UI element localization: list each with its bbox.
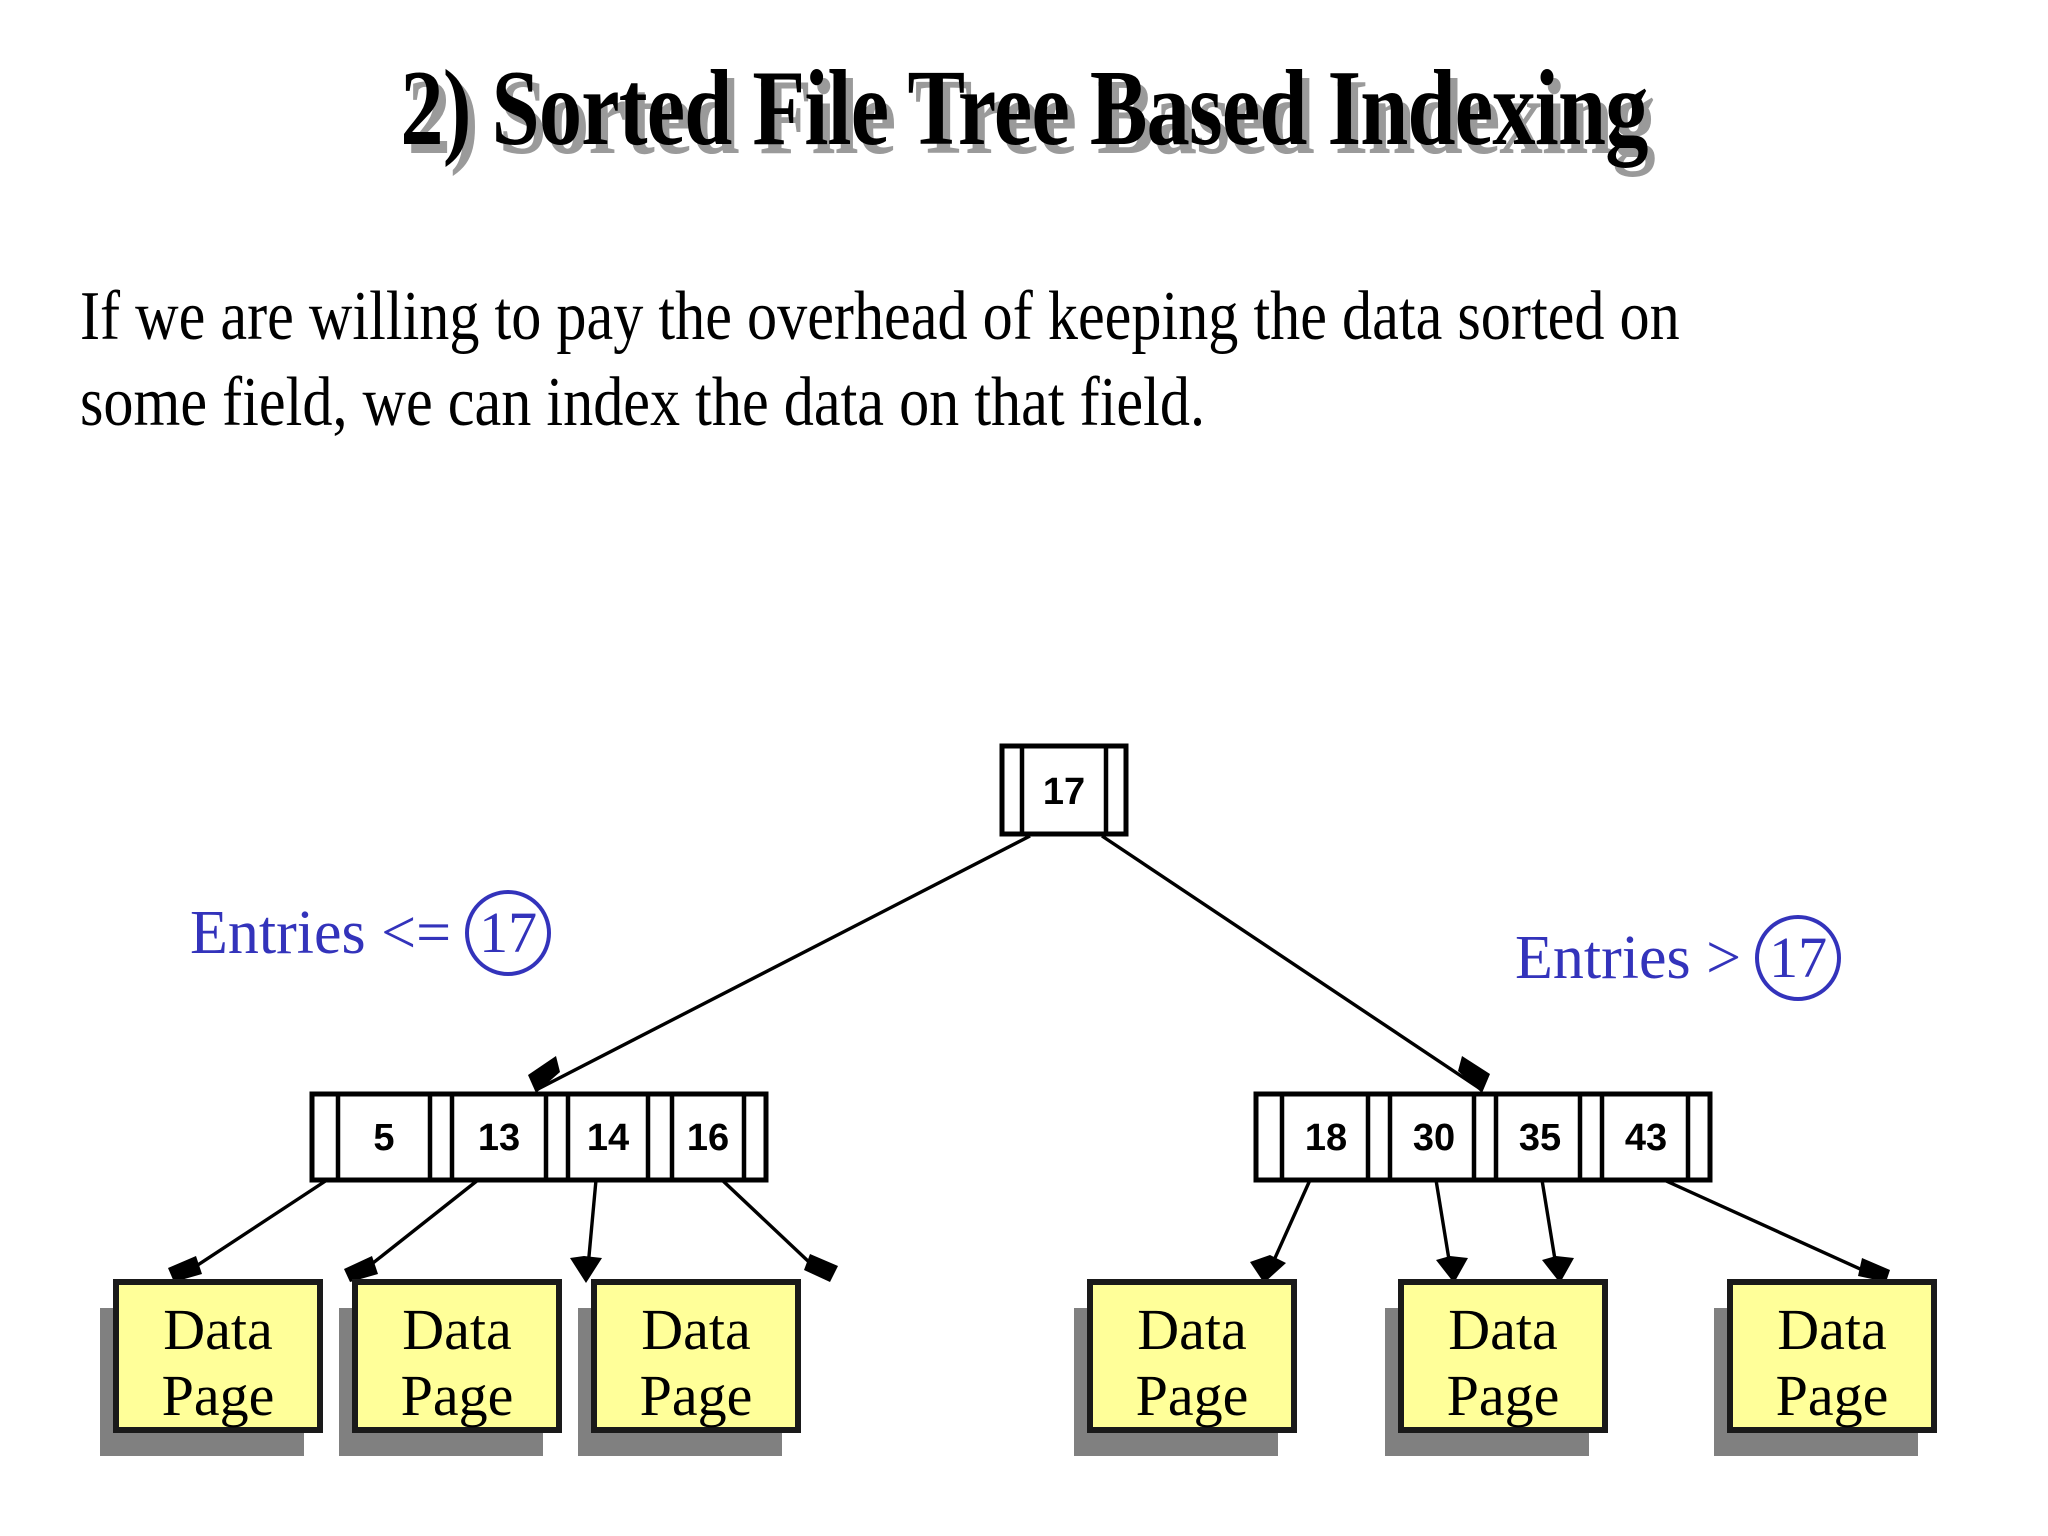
right-index-node[interactable]: 18 30 35 43	[1253, 1091, 1713, 1183]
data-page-3-line1: Data	[641, 1297, 751, 1362]
edge-right-node-ptr2	[1434, 1179, 1468, 1283]
data-page-2-line2: Page	[401, 1363, 514, 1428]
annotation-entries-right: Entries > 17	[1515, 915, 1842, 1001]
edge-left-node-ptr1	[168, 1178, 328, 1282]
data-page-4-line2: Page	[1136, 1363, 1249, 1428]
data-page-5-line2: Page	[1447, 1363, 1560, 1428]
data-page-2-line1: Data	[402, 1297, 512, 1362]
data-page-2[interactable]: Data Page	[339, 1279, 562, 1456]
data-page-4[interactable]: Data Page	[1074, 1279, 1297, 1456]
edge-root-to-right-node	[1101, 834, 1490, 1093]
data-page-6-line2: Page	[1776, 1363, 1889, 1428]
left-node-key-2: 14	[587, 1117, 629, 1159]
data-page-1-line2: Page	[162, 1363, 275, 1428]
annotation-entries-right-value: 17	[1755, 915, 1842, 1001]
data-page-6-line1: Data	[1777, 1297, 1887, 1362]
data-page-5-line1: Data	[1448, 1297, 1558, 1362]
left-index-node[interactable]: 5 13 14 16	[309, 1091, 769, 1183]
edge-right-node-ptr4	[1663, 1178, 1890, 1282]
annotation-entries-right-text: Entries >	[1515, 923, 1742, 992]
left-node-key-1: 13	[478, 1117, 520, 1159]
data-page-4-line1: Data	[1137, 1297, 1247, 1362]
edge-right-node-ptr1	[1250, 1179, 1312, 1283]
data-page-1-line1: Data	[163, 1297, 273, 1362]
annotation-entries-left: Entries <= 17	[190, 890, 552, 976]
edge-left-node-ptr4	[720, 1178, 838, 1282]
annotation-entries-left-value: 17	[465, 890, 552, 976]
right-node-key-2: 35	[1519, 1117, 1561, 1159]
right-node-key-1: 30	[1413, 1117, 1455, 1159]
root-key-0: 17	[1043, 771, 1085, 813]
edge-right-node-ptr3	[1540, 1179, 1574, 1283]
edge-left-node-ptr2	[344, 1178, 480, 1282]
right-node-key-0: 18	[1305, 1117, 1347, 1159]
data-page-5[interactable]: Data Page	[1385, 1279, 1608, 1456]
edge-root-to-left-node	[528, 834, 1031, 1093]
data-page-6[interactable]: Data Page	[1714, 1279, 1937, 1456]
body-paragraph: If we are willing to pay the overhead of…	[80, 278, 1680, 442]
page-title: 2) Sorted File Tree Based Indexing	[400, 49, 1648, 168]
annotation-entries-left-text: Entries <=	[190, 898, 452, 967]
data-page-1[interactable]: Data Page	[100, 1279, 323, 1456]
data-page-3[interactable]: Data Page	[578, 1279, 801, 1456]
right-node-key-3: 43	[1625, 1117, 1667, 1159]
left-node-key-3: 16	[687, 1117, 729, 1159]
root-index-node[interactable]: 17	[999, 743, 1129, 837]
data-page-3-line2: Page	[640, 1363, 753, 1428]
edge-left-node-ptr3	[570, 1179, 602, 1283]
left-node-key-0: 5	[373, 1117, 394, 1159]
